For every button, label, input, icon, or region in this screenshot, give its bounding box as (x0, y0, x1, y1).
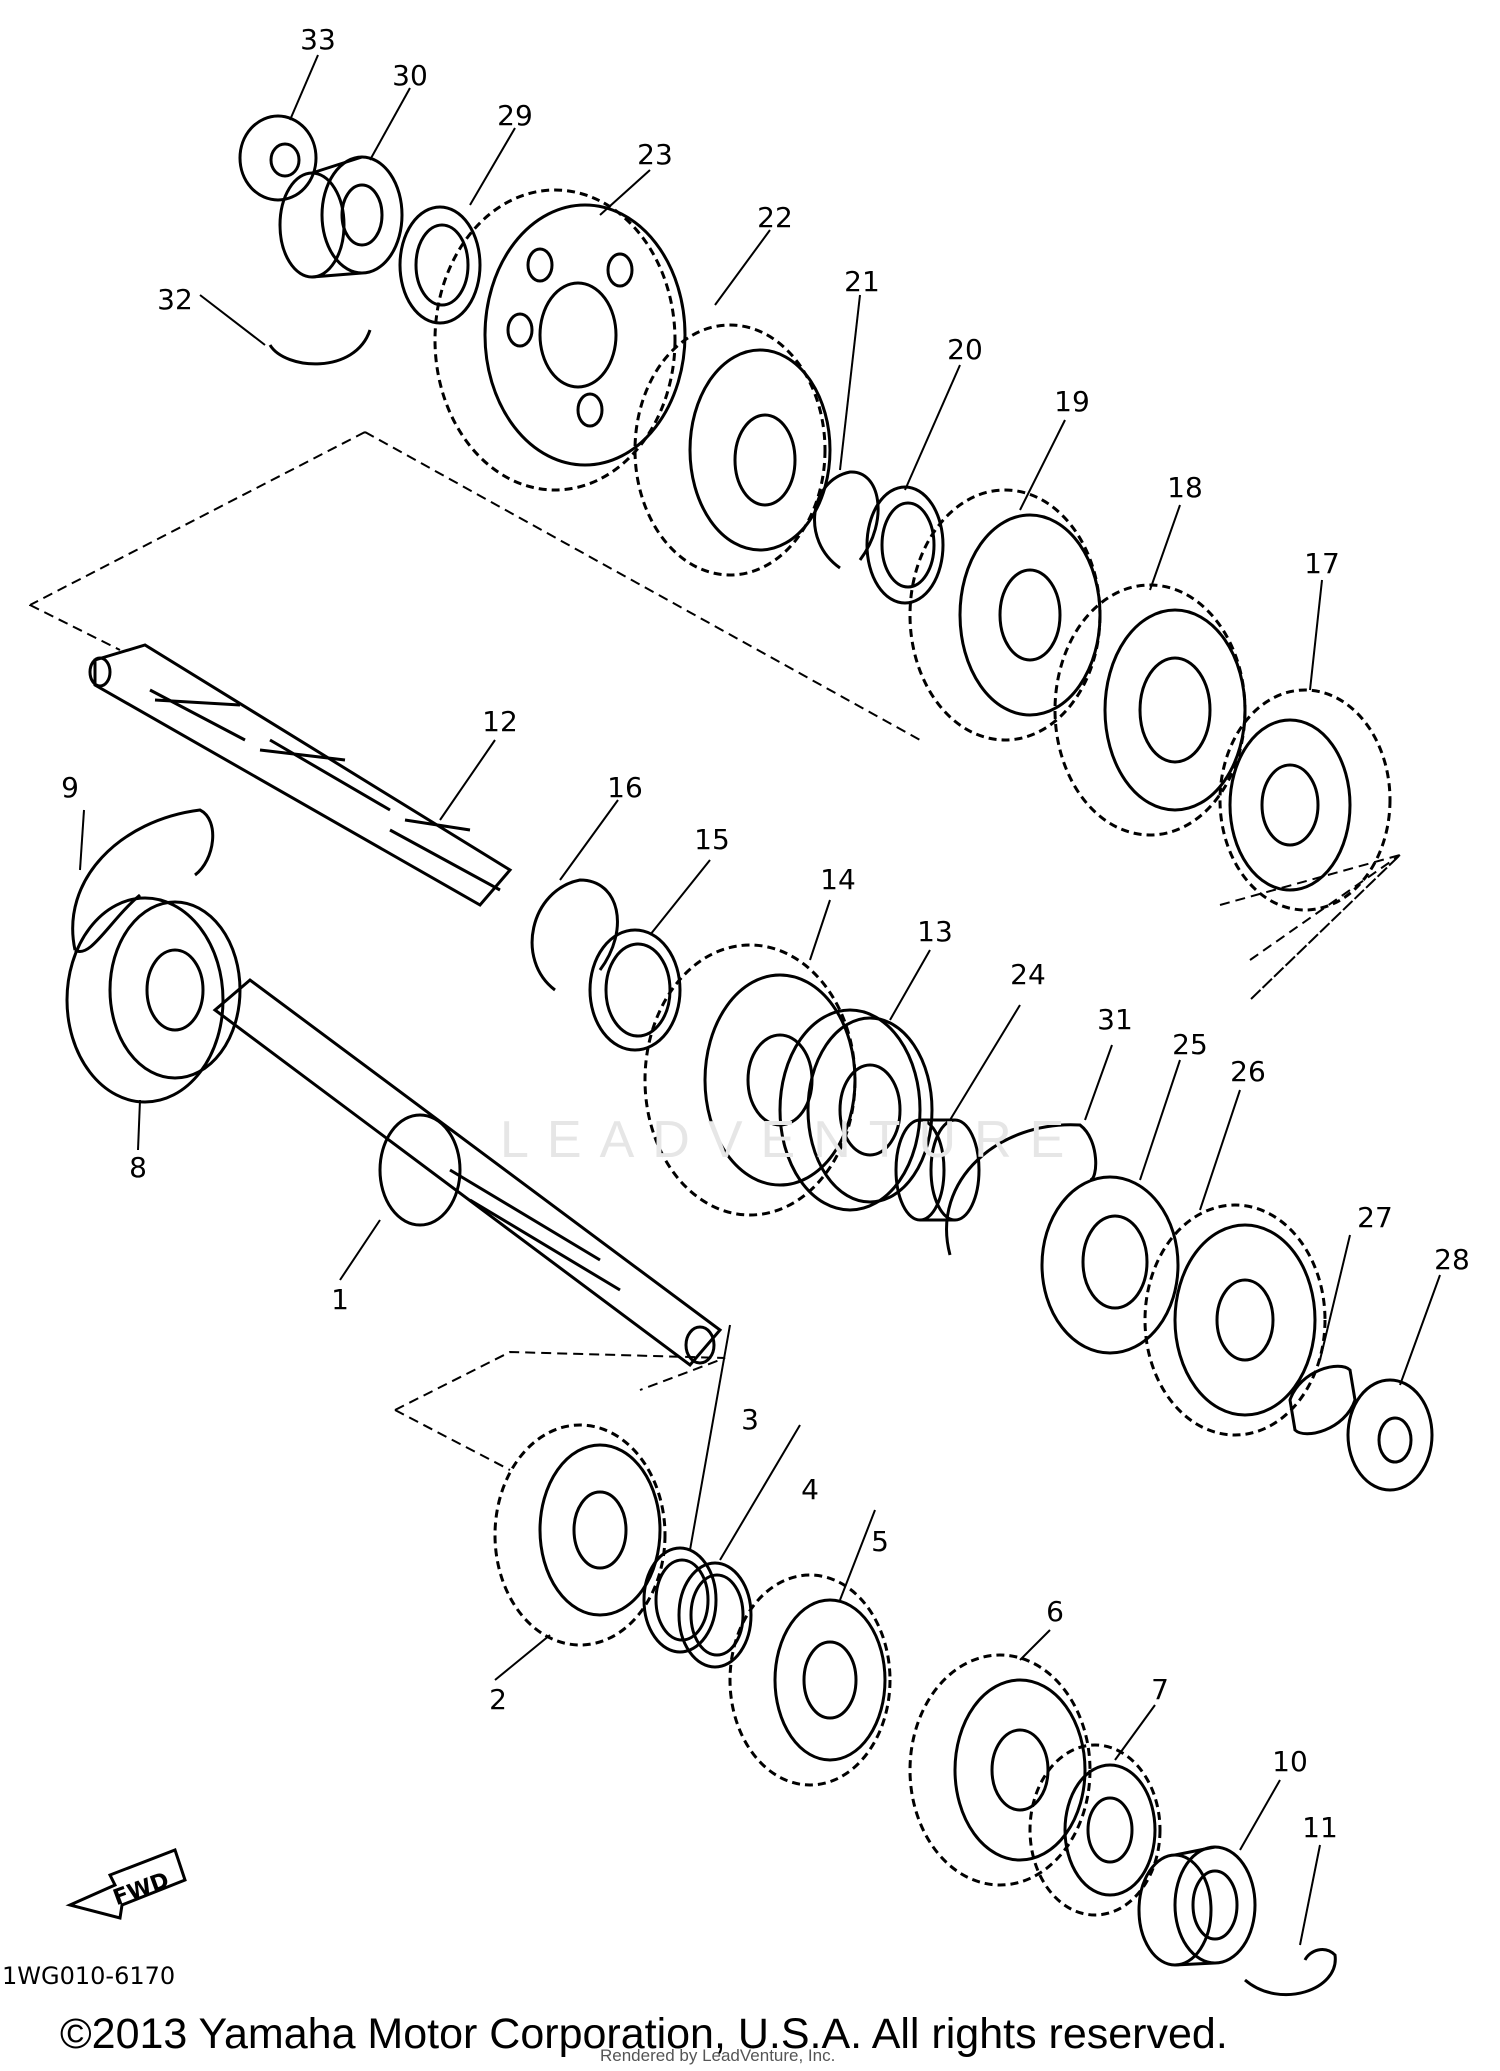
rendered-by-notice: Rendered by LeadVenture, Inc. (600, 2046, 836, 2065)
part-28-nut (1346, 1378, 1434, 1492)
callout-19: 19 (1054, 385, 1090, 418)
part-32-half-ring (268, 329, 372, 366)
callout-11: 11 (1302, 1811, 1338, 1844)
part-26-sprocket (1143, 1203, 1327, 1437)
part-18-gear (1053, 583, 1247, 837)
callout-21: 21 (844, 265, 880, 298)
leader-lines (79, 54, 1441, 1946)
part-2-gear (493, 1423, 667, 1647)
part-5-gear (728, 1573, 892, 1787)
part-6-gear (908, 1653, 1092, 1887)
part-27-lock-washer (1288, 1364, 1357, 1436)
fwd-label: FWD (110, 1868, 173, 1911)
callout-32: 32 (157, 283, 193, 316)
part-1-drive-axle (212, 978, 723, 1368)
callout-14: 14 (820, 863, 856, 896)
callout-30: 30 (392, 59, 428, 92)
part-12-main-shaft (88, 643, 513, 907)
part-16-circlip (530, 878, 619, 992)
callout-7: 7 (1151, 1673, 1169, 1706)
part-29-washer (398, 205, 482, 325)
part-8-bearing (65, 896, 242, 1104)
callout-10: 10 (1272, 1745, 1308, 1778)
part-25-oil-seal (1040, 1175, 1180, 1355)
part-23-gear (433, 188, 687, 492)
callout-18: 18 (1167, 471, 1203, 504)
fwd-arrow-icon: FWD (65, 1848, 187, 1920)
callout-26: 26 (1230, 1055, 1266, 1088)
callout-5: 5 (871, 1525, 889, 1558)
part-21-circlip (813, 470, 880, 570)
callout-9: 9 (61, 771, 79, 804)
alignment-frame-lower (394, 1350, 726, 1471)
part-24-collar (894, 1118, 981, 1222)
callout-27: 27 (1357, 1201, 1393, 1234)
part-20-washer (865, 485, 945, 605)
callout-4: 4 (801, 1473, 819, 1506)
part-9-half-ring (71, 808, 215, 954)
callout-2: 2 (489, 1683, 507, 1716)
part-4-washer (677, 1561, 753, 1669)
part-33-washer (238, 114, 318, 202)
alignment-frame-upper (29, 431, 1401, 1001)
part-13-bearing (778, 1008, 934, 1212)
part-10-bearing (1137, 1845, 1257, 1967)
part-19-gear (908, 488, 1102, 742)
watermark: LEADVENTURE (500, 1111, 1083, 1169)
callout-15: 15 (694, 823, 730, 856)
callout-1: 1 (331, 1283, 349, 1316)
callout-25: 25 (1172, 1028, 1208, 1061)
part-15-circlip (588, 928, 682, 1052)
part-11-half-ring (1244, 1948, 1337, 1997)
part-22-gear (633, 323, 832, 577)
callout-8: 8 (129, 1151, 147, 1184)
callout-20: 20 (947, 333, 983, 366)
part-30-bearing (278, 155, 404, 279)
callout-24: 24 (1010, 958, 1046, 991)
part-31-half-ring (945, 1123, 1098, 1256)
callout-13: 13 (917, 915, 953, 948)
callout-17: 17 (1304, 547, 1340, 580)
callout-6: 6 (1046, 1595, 1064, 1628)
callout-22: 22 (757, 201, 793, 234)
callout-3: 3 (741, 1403, 759, 1436)
callout-33: 33 (300, 23, 336, 56)
callout-31: 31 (1097, 1003, 1133, 1036)
drawing-code: 1WG010-6170 (2, 1962, 176, 1990)
callout-29: 29 (497, 99, 533, 132)
callout-16: 16 (607, 771, 643, 804)
callout-28: 28 (1434, 1243, 1470, 1276)
part-7-gear (1028, 1743, 1162, 1917)
copyright-notice: ©2013 Yamaha Motor Corporation, U.S.A. A… (60, 2010, 1228, 2058)
callout-12: 12 (482, 705, 518, 738)
part-17-gear (1218, 688, 1392, 912)
callout-23: 23 (637, 138, 673, 171)
part-14-gear (643, 943, 857, 1217)
